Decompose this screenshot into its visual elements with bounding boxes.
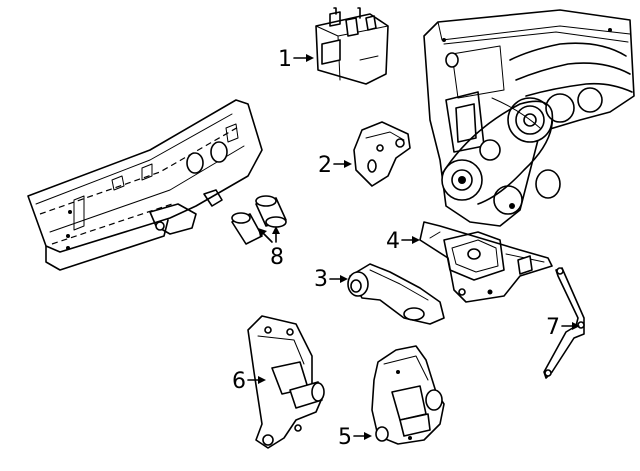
callout-label: 7: [546, 315, 560, 340]
frame-rail: [27, 99, 263, 271]
callout-1: 1: [278, 47, 314, 72]
callout-label: 2: [318, 153, 332, 178]
part-8-bushings: [231, 195, 287, 245]
callout-7: 7: [546, 315, 580, 340]
callout-5: 5: [338, 425, 372, 450]
callout-label: 1: [278, 47, 292, 72]
part-2-bracket: [353, 121, 411, 187]
callout-label: 8: [270, 245, 284, 270]
part-5-lower-mount: [371, 345, 445, 445]
callout-6: 6: [232, 369, 266, 394]
part-6-mount-bracket: [247, 315, 325, 449]
callout-label: 4: [386, 229, 400, 254]
callout-3: 3: [314, 267, 348, 292]
callout-label: 6: [232, 369, 246, 394]
part-7-rod: [543, 267, 585, 379]
part-4-transmission-mount: [419, 221, 553, 303]
callout-2: 2: [318, 153, 352, 178]
part-3-torque-strut: [347, 263, 445, 325]
callout-4: 4: [386, 229, 420, 254]
part-1-engine-mount: [315, 7, 389, 85]
callout-label: 3: [314, 267, 328, 292]
engine-assembly: [423, 9, 635, 227]
callout-label: 5: [338, 425, 352, 450]
callout-8: 8: [258, 226, 284, 270]
